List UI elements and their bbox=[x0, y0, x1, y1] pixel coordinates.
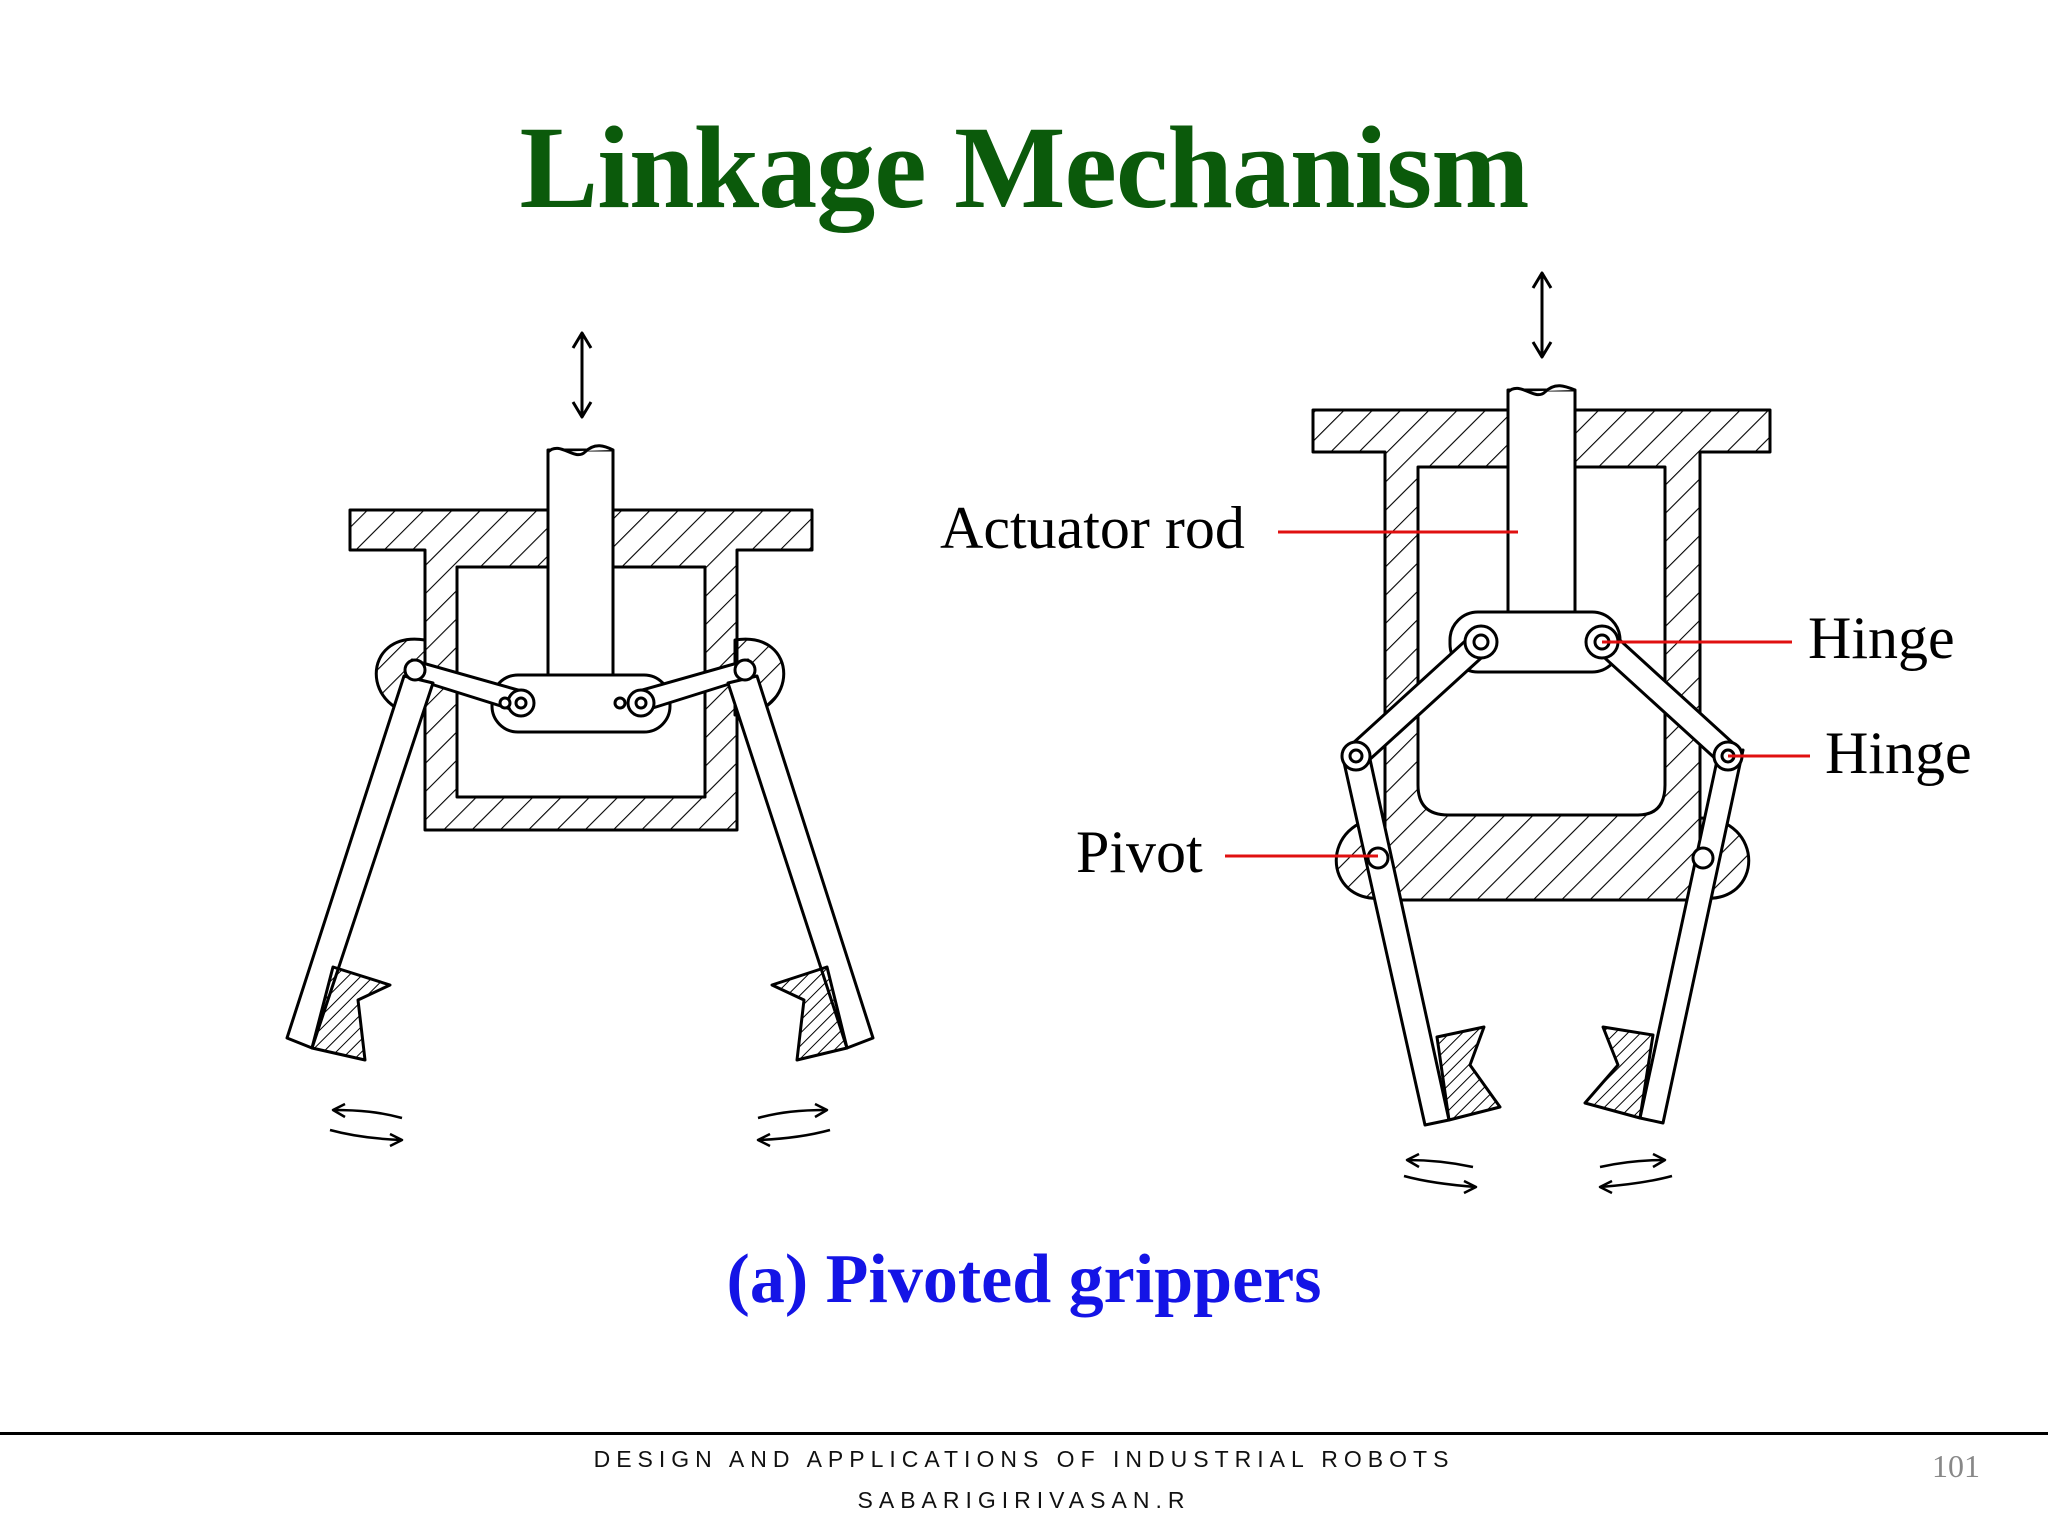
pivot-label: Pivot bbox=[1076, 819, 1203, 885]
annotation-leaders bbox=[1225, 530, 1810, 858]
left-motion-arrow-icon bbox=[571, 331, 593, 419]
footer-divider bbox=[0, 1432, 2048, 1435]
page-number: 101 bbox=[1932, 1448, 1980, 1484]
slide-caption: (a) Pivoted grippers bbox=[726, 1241, 1322, 1318]
right-gripper-rotation-arrows-icon bbox=[1403, 1152, 1673, 1195]
right-motion-arrow-icon bbox=[1531, 271, 1553, 359]
left-actuator-rod bbox=[546, 444, 615, 677]
left-gripper bbox=[285, 331, 875, 1148]
right-actuator-rod bbox=[1506, 384, 1577, 622]
left-gripper-rotation-arrows-icon bbox=[329, 1102, 831, 1148]
left-gripper-fingers bbox=[285, 674, 875, 1062]
hinge-lower-label: Hinge bbox=[1825, 720, 1972, 786]
left-gripper-joints bbox=[403, 658, 757, 718]
actuator-rod-label: Actuator rod bbox=[940, 495, 1245, 561]
slide-title: Linkage Mechanism bbox=[519, 102, 1530, 233]
footer-course-title: DESIGN AND APPLICATIONS OF INDUSTRIAL RO… bbox=[593, 1446, 1455, 1472]
right-gripper bbox=[1311, 271, 1772, 1195]
footer-author: SABARIGIRIVASAN.R bbox=[857, 1487, 1191, 1513]
hinge-upper-label: Hinge bbox=[1808, 605, 1955, 671]
